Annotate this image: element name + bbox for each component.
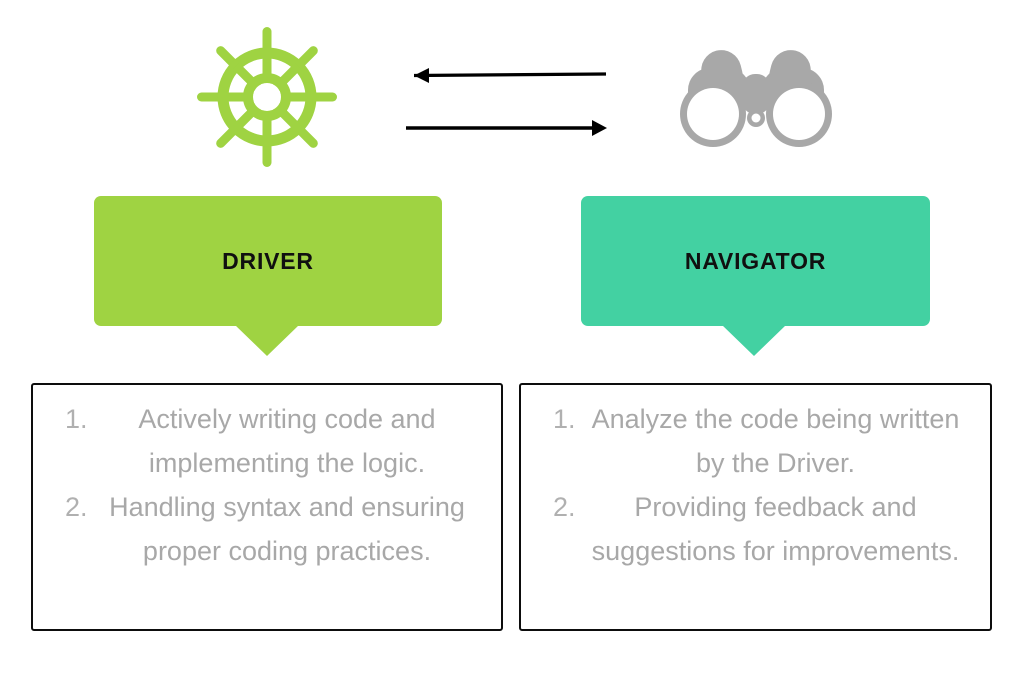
list-item-text: Analyze the code being written by the Dr… — [591, 404, 960, 478]
list-item-number: 1. — [553, 404, 576, 434]
ship-wheel-icon — [197, 27, 337, 167]
list-item-number: 2. — [553, 492, 576, 522]
driver-responsibility-list: 1. Actively writing code and implementin… — [47, 397, 487, 573]
list-item: 1. Analyze the code being written by the… — [535, 397, 976, 485]
list-item-text: Handling syntax and ensuring proper codi… — [109, 492, 465, 566]
arrow-left-icon — [413, 68, 607, 83]
list-item-number: 2. — [65, 492, 88, 522]
exchange-arrows — [398, 58, 614, 142]
binoculars-icon — [668, 48, 844, 152]
list-item: 2. Providing feedback and suggestions fo… — [535, 485, 976, 573]
navigator-responsibility-list: 1. Analyze the code being written by the… — [535, 397, 976, 573]
navigator-banner-tail — [722, 325, 786, 356]
driver-banner-tail — [235, 325, 299, 356]
list-item-text: Providing feedback and suggestions for i… — [591, 492, 960, 566]
driver-banner-label: DRIVER — [222, 247, 314, 274]
navigator-banner: NAVIGATOR — [581, 196, 930, 356]
navigator-banner-label: NAVIGATOR — [684, 247, 827, 274]
driver-details-box: 1. Actively writing code and implementin… — [31, 383, 503, 631]
list-item-text: Actively writing code and implementing t… — [138, 404, 436, 478]
driver-banner: DRIVER — [94, 196, 442, 356]
list-item: 2. Handling syntax and ensuring proper c… — [47, 485, 487, 573]
navigator-details-box: 1. Analyze the code being written by the… — [519, 383, 992, 631]
list-item: 1. Actively writing code and implementin… — [47, 397, 487, 485]
list-item-number: 1. — [65, 404, 88, 434]
arrow-right-icon — [406, 120, 607, 136]
